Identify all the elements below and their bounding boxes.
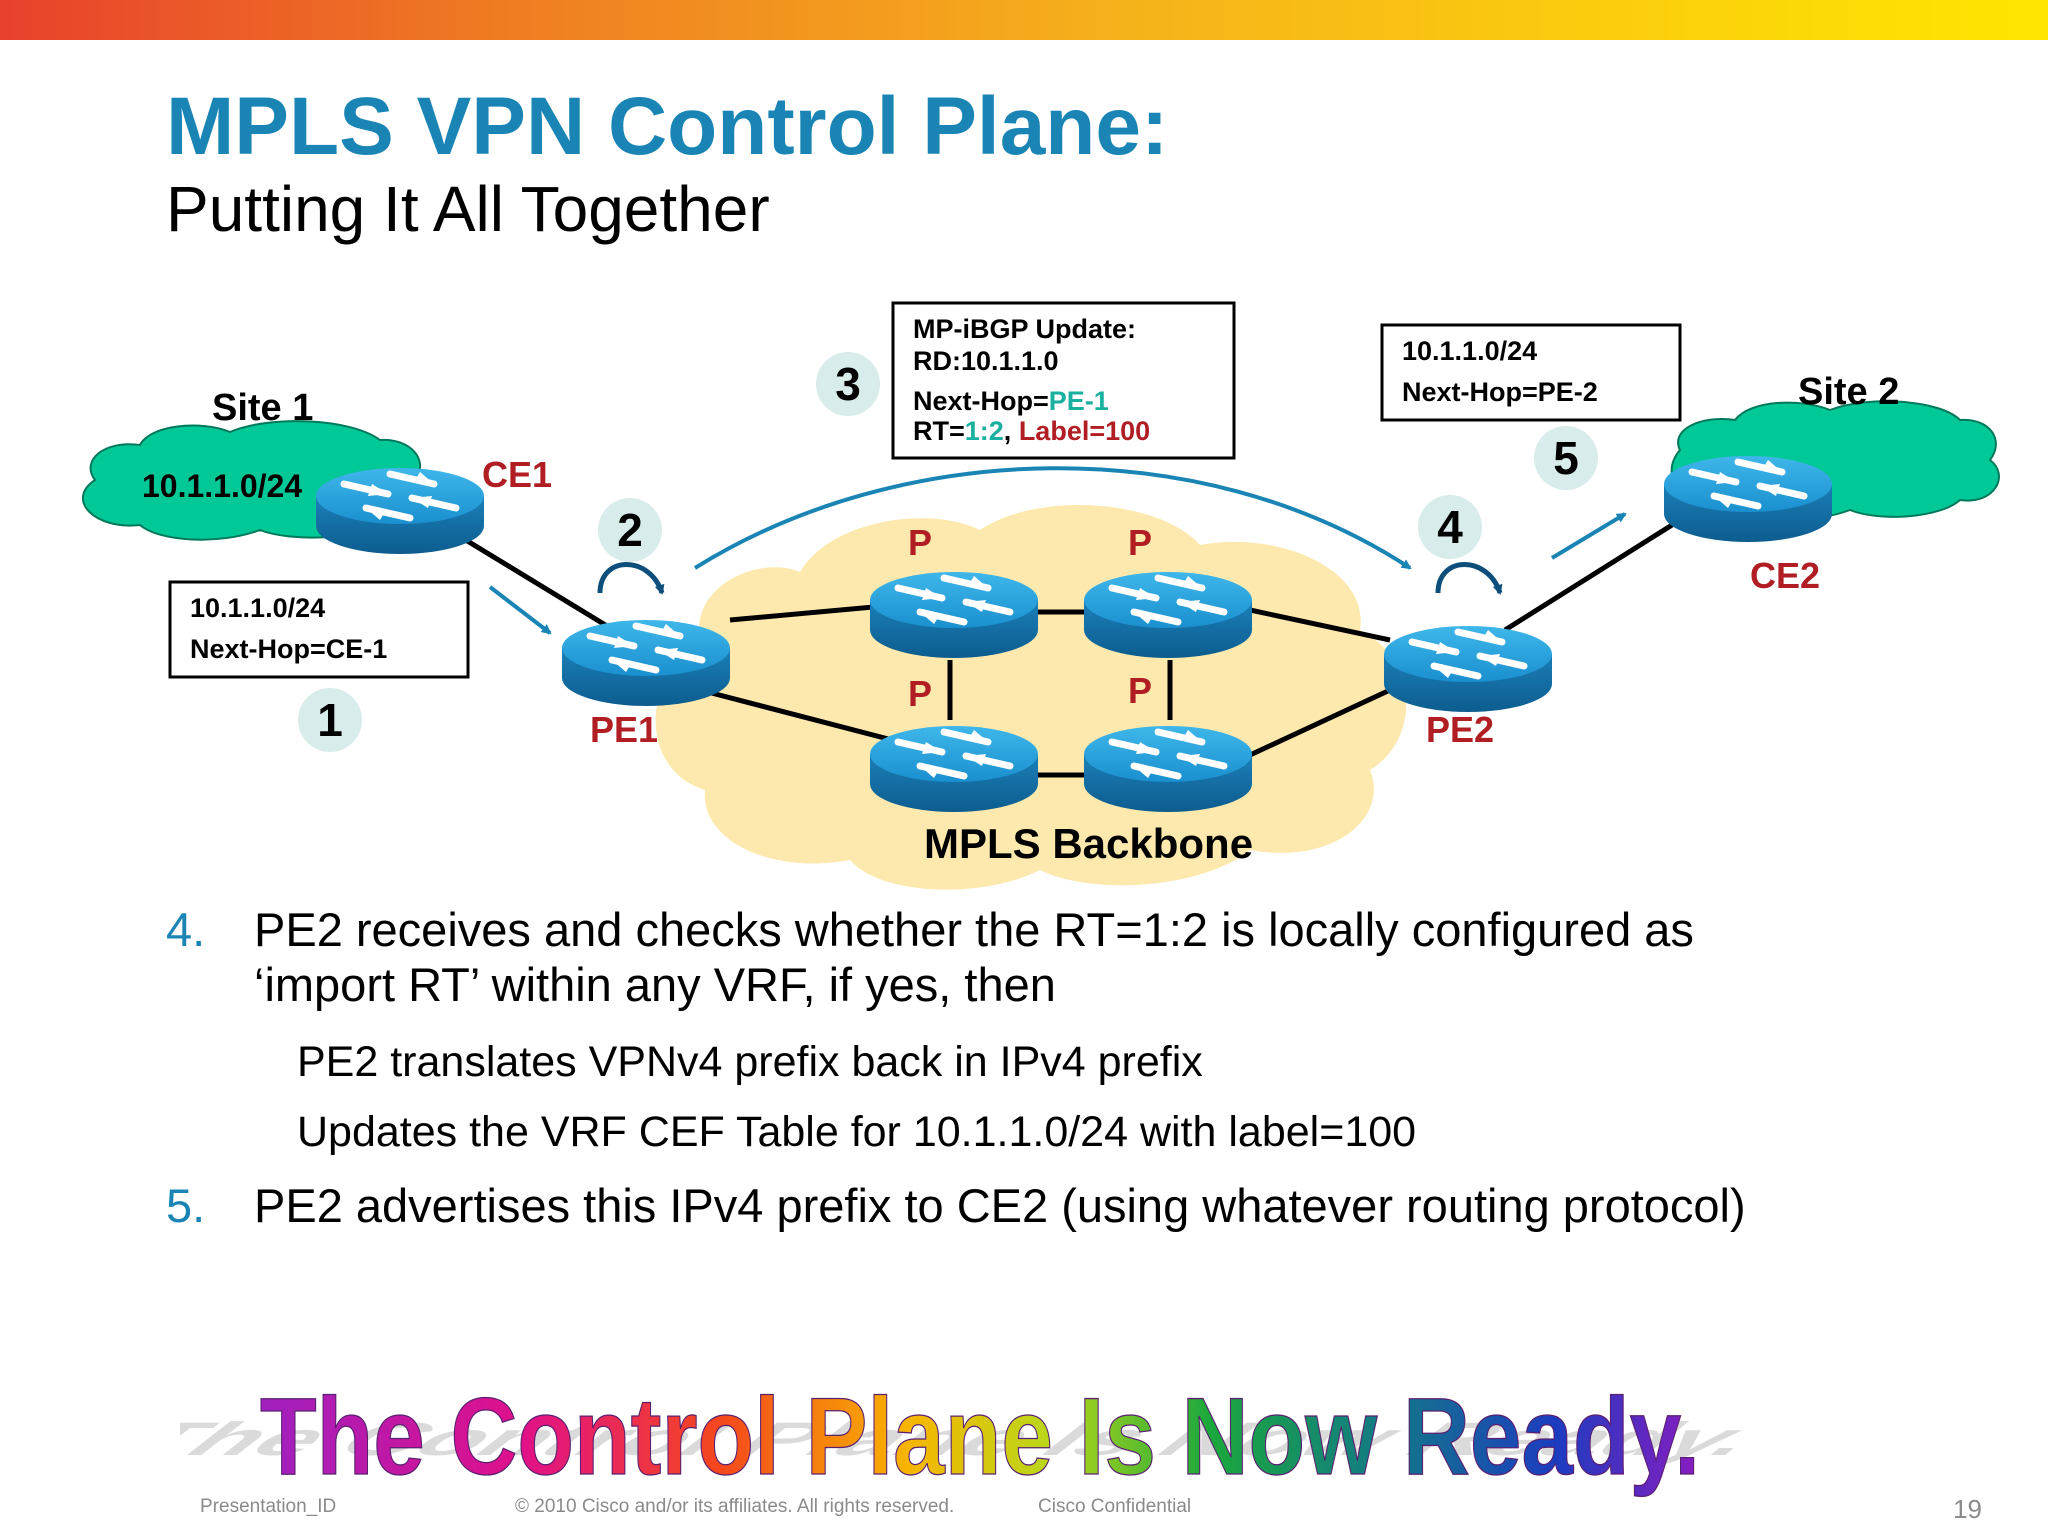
- box5-nexthop: Next-Hop=PE-2: [1402, 377, 1598, 407]
- site1-label: Site 1: [212, 387, 313, 429]
- step-5-label: 5: [1553, 432, 1579, 484]
- ce2-label: CE2: [1750, 555, 1820, 596]
- box1-prefix: 10.1.1.0/24: [190, 593, 325, 623]
- site2-label: Site 2: [1798, 371, 1899, 413]
- box3-rt-label: RT=1:2, Label=100: [913, 416, 1150, 446]
- box3-nexthop: Next-Hop=PE-1: [913, 386, 1109, 416]
- footer-confidential: Cisco Confidential: [1038, 1496, 1192, 1517]
- step-4-label: 4: [1437, 501, 1463, 553]
- bullet-5: 5. PE2 advertises this IPv4 prefix to CE2…: [166, 1178, 1746, 1234]
- sub-bullet-1: PE2 translates VPNv4 prefix back in IPv4…: [297, 1038, 1203, 1086]
- ready-banner: The Control Plane Is Now Ready. The Cont…: [180, 1374, 1786, 1498]
- slide-subtitle: Putting It All Together: [166, 173, 770, 245]
- router-pe2: [1384, 626, 1552, 712]
- pe2-label: PE2: [1426, 709, 1494, 750]
- step-1-label: 1: [317, 694, 343, 746]
- bullet-4-number: 4.: [166, 903, 206, 956]
- backbone-label: MPLS Backbone: [924, 820, 1253, 867]
- pe1-label: PE1: [590, 709, 658, 750]
- footer-presentation-id: Presentation_ID: [200, 1496, 337, 1517]
- bullet-5-line1: PE2 advertises this IPv4 prefix to CE2 (…: [254, 1179, 1746, 1232]
- top-color-bar: [0, 0, 2048, 40]
- banner-shadow: The Control Plane Is Now Ready.: [180, 1414, 1786, 1466]
- site1-prefix-label: 10.1.1.0/24: [142, 468, 302, 504]
- step-markers: 1 2 3 4 5: [298, 352, 1598, 752]
- router-ce1: [316, 468, 484, 554]
- sub-bullet-2: Updates the VRF CEF Table for 10.1.1.0/2…: [297, 1108, 1417, 1156]
- box1-nexthop: Next-Hop=CE-1: [190, 634, 387, 664]
- box5-prefix: 10.1.1.0/24: [1402, 336, 1537, 366]
- router-p-top-left: [870, 572, 1038, 658]
- p-top-left-label: P: [908, 522, 932, 563]
- p-bottom-left-label: P: [908, 673, 932, 714]
- ce1-label: CE1: [482, 454, 552, 495]
- page-number: 19: [1953, 1494, 1982, 1524]
- step1-arrow: [488, 585, 552, 635]
- bullet-4: 4. PE2 receives and checks whether the RT…: [166, 902, 1694, 958]
- step4-curl-arrow: [1435, 562, 1503, 595]
- router-p-bottom-right: [1084, 726, 1252, 812]
- box3-rd: RD:10.1.1.0: [913, 346, 1059, 376]
- router-ce2: [1664, 456, 1832, 542]
- footer-copyright: © 2010 Cisco and/or its affiliates. All …: [515, 1496, 955, 1517]
- info-box-step3: [891, 301, 1236, 460]
- slide-title: MPLS VPN Control Plane:: [166, 81, 1169, 172]
- step-3-label: 3: [835, 358, 861, 410]
- step2-curl-arrow: [597, 562, 665, 595]
- update-arc-arrow: [693, 466, 1412, 570]
- router-p-bottom-left: [870, 726, 1038, 812]
- p-top-right-label: P: [1128, 522, 1152, 563]
- router-p-top-right: [1084, 572, 1252, 658]
- p-bottom-right-label: P: [1128, 670, 1152, 711]
- banner-text: The Control Plane Is Now Ready.: [260, 1375, 1700, 1498]
- bullet-4-line1: PE2 receives and checks whether the RT=1…: [254, 903, 1694, 956]
- info-box-step1: [168, 580, 470, 679]
- router-pe1: [562, 620, 730, 706]
- box3-title: MP-iBGP Update:: [913, 314, 1136, 344]
- step5-arrow: [1550, 512, 1627, 560]
- step-2-label: 2: [617, 504, 643, 556]
- info-box-step5: [1380, 323, 1682, 422]
- bullet-5-number: 5.: [166, 1179, 206, 1232]
- bullet-4-line2: ‘import RT’ within any VRF, if yes, then: [254, 958, 1056, 1011]
